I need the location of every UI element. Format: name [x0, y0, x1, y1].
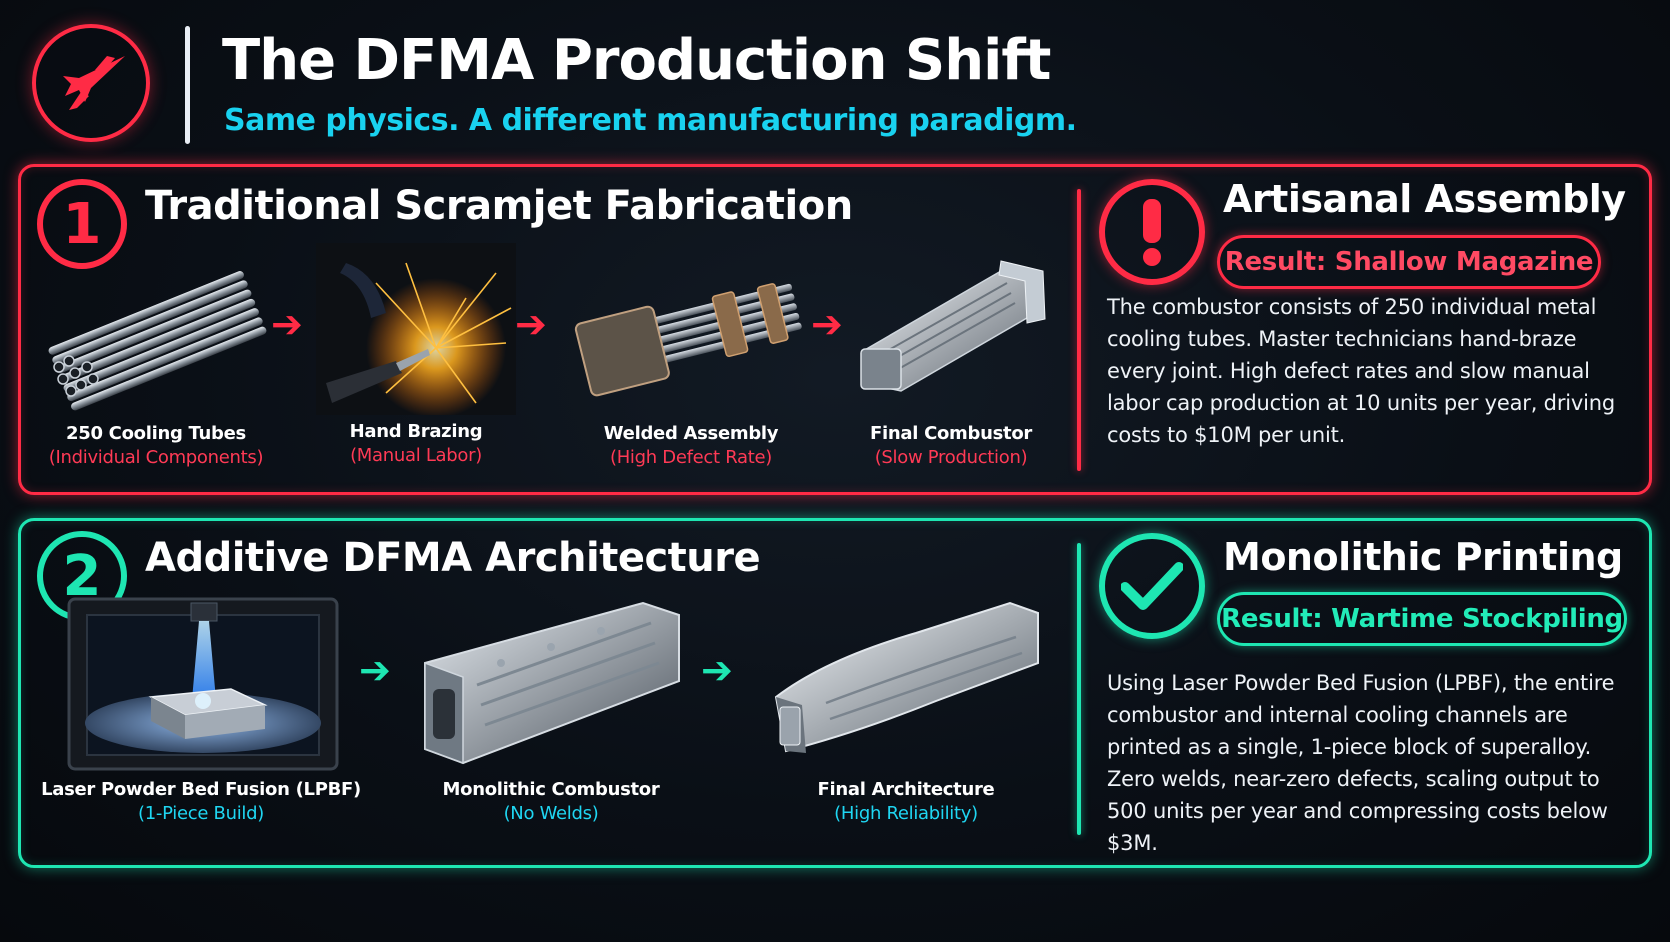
- step-monolithic-combustor: Monolithic Combustor (No Welds): [406, 593, 696, 824]
- page-subtitle: Same physics. A different manufacturing …: [224, 103, 1077, 138]
- step-cooling-tubes: 250 Cooling Tubes (Individual Components…: [31, 257, 281, 468]
- additive-panel: 2 Additive DFMA Architecture Laser Powde…: [18, 518, 1652, 868]
- arrow-right-icon: ➔: [515, 302, 547, 346]
- step-label: Final Architecture: [817, 779, 995, 800]
- step-sublabel: (No Welds): [503, 803, 599, 824]
- step-final-architecture: Final Architecture (High Reliability): [761, 593, 1051, 824]
- welded-assembly-icon: [574, 283, 802, 397]
- logo: [32, 24, 150, 142]
- result-description: Using Laser Powder Bed Fusion (LPBF), th…: [1107, 671, 1615, 855]
- result-badge: Result: Shallow Magazine: [1217, 235, 1601, 289]
- header-divider: [185, 26, 190, 144]
- page-title: The DFMA Production Shift: [222, 28, 1051, 93]
- panel-divider: [1077, 543, 1081, 835]
- combustor-icon: [860, 260, 1046, 392]
- step-label: Hand Brazing: [349, 421, 483, 442]
- step-label: Monolithic Combustor: [442, 779, 660, 800]
- step-sublabel: (Individual Components): [48, 447, 264, 468]
- arrow-right-icon: ➔: [701, 648, 733, 692]
- checkmark-icon: [1099, 533, 1205, 639]
- step-label: Final Combustor: [870, 423, 1032, 444]
- exclamation-icon: [1099, 179, 1205, 285]
- step-welded-assembly: Welded Assembly (High Defect Rate): [566, 257, 816, 468]
- laser-printer-icon: [67, 597, 339, 771]
- arrow-right-icon: ➔: [359, 648, 391, 692]
- arrow-right-icon: ➔: [271, 302, 303, 346]
- panel-divider: [1077, 189, 1081, 471]
- result-description: The combustor consists of 250 individual…: [1107, 295, 1615, 447]
- additive-title: Additive DFMA Architecture: [145, 535, 761, 581]
- header: The DFMA Production Shift Same physics. …: [0, 0, 1670, 160]
- traditional-title: Traditional Scramjet Fabrication: [145, 183, 853, 229]
- monolithic-combustor-icon: [424, 601, 680, 765]
- brazing-torch-icon: [316, 243, 516, 415]
- step-label: Laser Powder Bed Fusion (LPBF): [41, 779, 361, 800]
- jet-icon: [63, 56, 125, 110]
- step-sublabel: (High Reliability): [834, 803, 978, 824]
- step-sublabel: (High Defect Rate): [609, 447, 773, 468]
- final-architecture-icon: [774, 601, 1039, 753]
- traditional-panel: 1 Traditional Scramjet Fabrication: [18, 164, 1652, 495]
- step-sublabel: (1-Piece Build): [138, 803, 264, 824]
- step-number-1: 1: [37, 179, 127, 269]
- arrow-right-icon: ➔: [811, 302, 843, 346]
- result-heading: Artisanal Assembly: [1223, 177, 1626, 221]
- step-sublabel: (Slow Production): [874, 447, 1028, 468]
- tube-bundle-icon: [48, 271, 267, 411]
- step-label: Welded Assembly: [603, 423, 779, 444]
- step-label: 250 Cooling Tubes: [66, 423, 246, 444]
- result-heading: Monolithic Printing: [1223, 535, 1623, 579]
- step-lpbf: Laser Powder Bed Fusion (LPBF) (1-Piece …: [41, 593, 361, 824]
- step-sublabel: (Manual Labor): [350, 445, 482, 466]
- step-final-combustor: Final Combustor (Slow Production): [851, 251, 1051, 468]
- result-badge: Result: Wartime Stockpiling: [1217, 592, 1627, 646]
- step-hand-brazing: Hand Brazing (Manual Labor): [311, 243, 521, 466]
